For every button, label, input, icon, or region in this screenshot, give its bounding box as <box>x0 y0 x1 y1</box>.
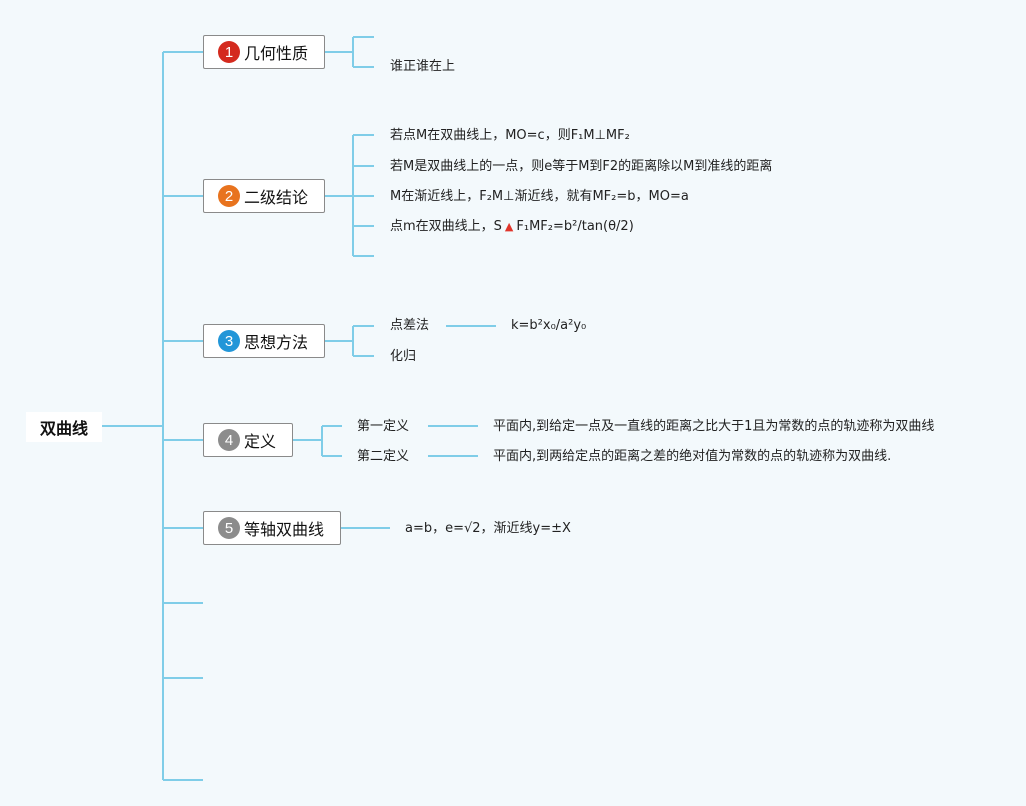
root-label: 双曲线 <box>39 419 88 438</box>
leaf-conclusion-2[interactable]: 若M是双曲线上的一点，则e等于M到F2的距离除以M到准线的距离 <box>390 159 773 174</box>
root-topic[interactable]: 双曲线 <box>26 412 102 442</box>
number-badge-icon: 2 <box>218 185 240 207</box>
triangle-icon: ▲ <box>504 220 514 233</box>
topic-equiaxial-hyperbola[interactable]: 5 等轴双曲线 <box>203 511 341 545</box>
topic-label: 二级结论 <box>244 188 309 207</box>
leaf-first-definition-text[interactable]: 平面内,到给定一点及一直线的距离之比大于1且为常数的点的轨迹称为双曲线 <box>493 419 935 434</box>
leaf-equiaxial-properties[interactable]: a=b，e=√2，渐近线y=±X <box>405 521 571 536</box>
leaf-conclusion-1[interactable]: 若点M在双曲线上，MO=c，则F₁M⊥MF₂ <box>390 128 630 143</box>
conclusion-4-prefix: 点m在双曲线上，S <box>390 219 502 234</box>
topic-label: 几何性质 <box>244 44 309 63</box>
topic-secondary-conclusions[interactable]: 2 二级结论 <box>203 179 325 213</box>
number-badge-icon: 3 <box>218 330 240 352</box>
topic-label: 等轴双曲线 <box>244 520 325 539</box>
leaf-method-reduction[interactable]: 化归 <box>390 349 417 364</box>
topic-label: 思想方法 <box>244 333 309 352</box>
topic-label: 定义 <box>244 432 277 451</box>
topic-geometric-properties[interactable]: 1 几何性质 <box>203 35 325 69</box>
number-badge-icon: 1 <box>218 41 240 63</box>
leaf-second-definition-text[interactable]: 平面内,到两给定点的距离之差的绝对值为常数的点的轨迹称为双曲线. <box>493 449 892 464</box>
number-badge-icon: 4 <box>218 429 240 451</box>
conclusion-4-suffix: F₁MF₂=b²/tan(θ/2) <box>516 219 634 234</box>
leaf-second-definition[interactable]: 第二定义 <box>357 449 410 464</box>
leaf-conclusion-3[interactable]: M在渐近线上，F₂M⊥渐近线，就有MF₂=b，MO=a <box>390 189 689 204</box>
number-badge-icon: 5 <box>218 517 240 539</box>
leaf-method-point-difference[interactable]: 点差法 <box>390 318 430 333</box>
leaf-geometry-1[interactable]: 谁正谁在上 <box>390 59 456 74</box>
leaf-conclusion-4[interactable]: 点m在双曲线上，S▲F₁MF₂=b²/tan(θ/2) <box>390 219 634 235</box>
leaf-method-formula[interactable]: k=b²x₀/a²y₀ <box>511 318 587 333</box>
leaf-first-definition[interactable]: 第一定义 <box>357 419 410 434</box>
topic-thinking-methods[interactable]: 3 思想方法 <box>203 324 325 358</box>
topic-definition[interactable]: 4 定义 <box>203 423 293 457</box>
